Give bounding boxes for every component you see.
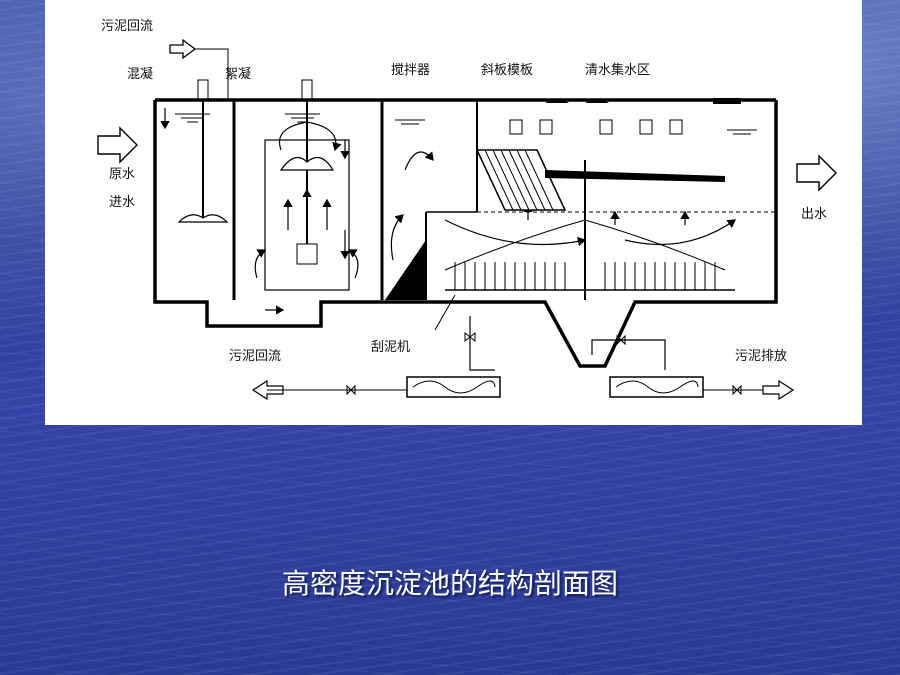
sludge-pipe-right [591,339,666,370]
water-level-marks [175,113,757,135]
baffle-wedge [385,240,426,300]
flow-arrows [160,108,690,315]
label-scraper: 刮泥机 [371,340,410,355]
return-arrow [251,379,284,401]
pump-left [406,376,501,398]
agitator-impeller [279,156,335,171]
settler-circulation-right [624,219,736,246]
label-mixing: 混凝 [127,66,153,82]
label-inclined-plates: 斜板模板 [481,63,533,78]
pump-right-screw [615,380,699,394]
clear-water-launder [545,170,725,182]
label-clear-water-zone: 清水集水区 [585,62,650,78]
outlet-weir [713,98,741,104]
launder-cap-right [585,99,609,103]
pump-right [609,376,704,398]
agitator-motor [301,79,313,101]
inclined-plate-lines [484,149,554,211]
mixer-impeller [177,214,229,223]
label-agitator: 搅拌器 [391,62,430,78]
valve-right-top [616,334,626,346]
label-sludge-return-bottom: 污泥回流 [229,349,281,364]
label-outlet: 出水 [801,207,827,222]
slide-caption: 高密度沉淀池的结构剖面图 [281,567,618,600]
diagram-panel: 污泥回流 混凝 絮凝 搅拌器 斜板模板 清水集水区 原水 进水 出水 污泥回流 … [45,0,862,425]
settler-circulation-left [444,219,587,247]
inlet-arrow [97,126,138,164]
discharge-arrow [762,379,795,401]
outlet-arrow [796,154,837,192]
scraper-tines [454,262,716,290]
label-flocculation: 絮凝 [225,66,251,82]
sludge-return-top-arrow [169,38,197,60]
tank-outline [153,100,778,368]
valve-left-vertical [464,331,476,343]
label-raw-water-2: 进水 [109,195,135,210]
valve-discharge [732,384,742,396]
agitator-base [296,243,318,265]
clarifier-diagram: 污泥回流 混凝 絮凝 搅拌器 斜板模板 清水集水区 原水 进水 出水 污泥回流 … [97,19,837,401]
pump-left-screw [412,380,496,394]
label-sludge-return-top: 污泥回流 [101,19,153,34]
launder-cap-left [545,99,569,103]
sludge-return-top-line [195,48,229,100]
mixer-motor [197,79,209,101]
launder-boxes [509,119,683,135]
sludge-pipe-left [469,316,495,371]
label-raw-water-1: 原水 [109,167,135,182]
label-sludge-discharge: 污泥排放 [735,349,787,364]
scraper-leader [434,294,456,331]
valve-return [346,384,356,396]
